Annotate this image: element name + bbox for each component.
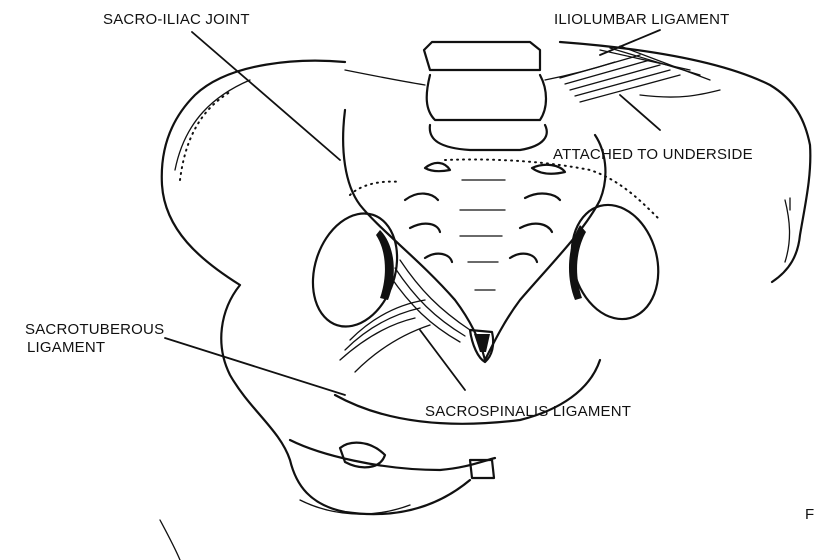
left-ilium-outline: [162, 61, 470, 514]
vertebra-l5-top: [424, 42, 540, 70]
vertebra-l5-body: [427, 75, 546, 120]
label-sacrospinalis-ligament: SACROSPINALIS LIGAMENT: [425, 404, 631, 420]
right-obturator-shade: [569, 225, 586, 300]
transverse-left: [345, 70, 425, 85]
left-obturator-shade: [376, 230, 394, 300]
ligament-fibers: [340, 260, 470, 372]
pubic-ramus: [290, 440, 495, 470]
right-ilium-rim: [640, 90, 720, 97]
leader-sacroiliac: [192, 32, 340, 160]
label-sacrotuberous: SACROTUBEROUS: [25, 322, 164, 338]
leader-sacrotuberous: [165, 338, 345, 395]
iliolumbar-hatch: [560, 46, 710, 102]
label-iliolumbar-ligament: ILIOLUMBAR LIGAMENT: [554, 12, 730, 28]
obturator-lower: [340, 443, 385, 468]
left-ilium-inner-rim: [175, 80, 250, 170]
label-corner-letter: F: [805, 507, 814, 523]
vertebra-l5-disc: [430, 125, 547, 150]
right-ilium-inner: [785, 200, 790, 262]
stray-line-bottom: [160, 520, 180, 560]
left-obturator-foramen: [299, 202, 411, 337]
label-attached-to-underside: ATTACHED TO UNDERSIDE: [553, 147, 753, 163]
label-sacrotuberous-ligament: LIGAMENT: [27, 340, 105, 356]
left-ilium-stipple: [180, 92, 230, 180]
leader-sacrospinalis: [420, 330, 465, 390]
sacral-foramina: [405, 163, 565, 290]
label-sacroiliac-joint: SACRO-ILIAC JOINT: [103, 12, 250, 28]
sacroiliac-stipple: [350, 182, 400, 195]
leader-attached: [620, 95, 660, 130]
